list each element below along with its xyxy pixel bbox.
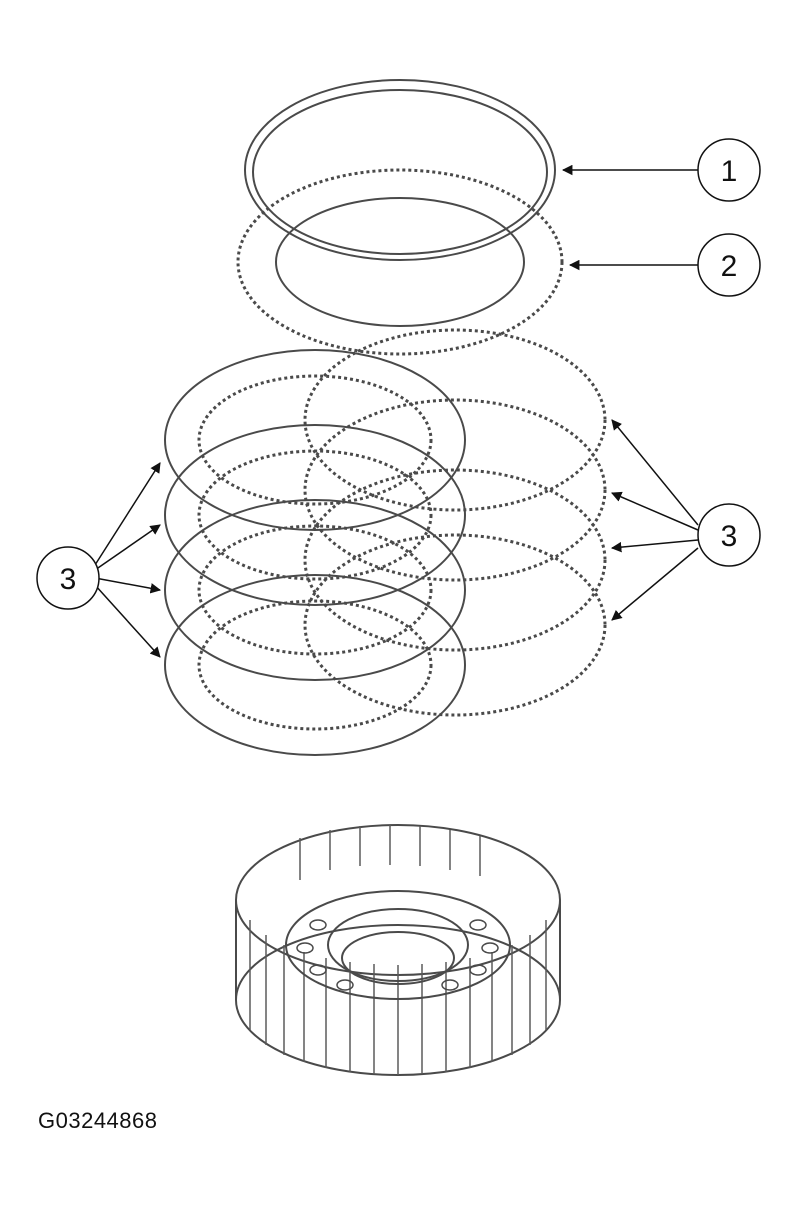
- leader-line-3-left-b: [94, 524, 161, 571]
- leader-line-3-right-c: [610, 539, 699, 553]
- callout-2-label: 2: [721, 250, 738, 283]
- callout-3-left: 3: [36, 546, 100, 610]
- leader-line-3-right-b: [611, 491, 699, 531]
- leader-line-3-right-d: [611, 547, 699, 621]
- friction-disc-stack-back: [303, 328, 607, 717]
- snap-ring: [244, 79, 556, 261]
- clutch-hub: [235, 824, 561, 1076]
- pressure-plate: [236, 168, 564, 356]
- leader-line-3-left-a: [94, 462, 161, 566]
- steel-plate-stack-front: [164, 349, 466, 756]
- callout-2: 2: [697, 233, 761, 297]
- leader-line-3-left-d: [94, 584, 161, 658]
- leader-lines: [94, 164, 699, 658]
- leader-line-3-left-c: [94, 577, 162, 594]
- figure-code: G03244868: [38, 1108, 158, 1133]
- callout-1-label: 1: [721, 155, 738, 188]
- leader-line-3-right-a: [611, 419, 699, 526]
- callout-3-right: 3: [697, 503, 761, 567]
- callout-1: 1: [697, 138, 761, 202]
- callout-3-left-label: 3: [60, 563, 77, 596]
- callout-3-right-label: 3: [721, 520, 738, 553]
